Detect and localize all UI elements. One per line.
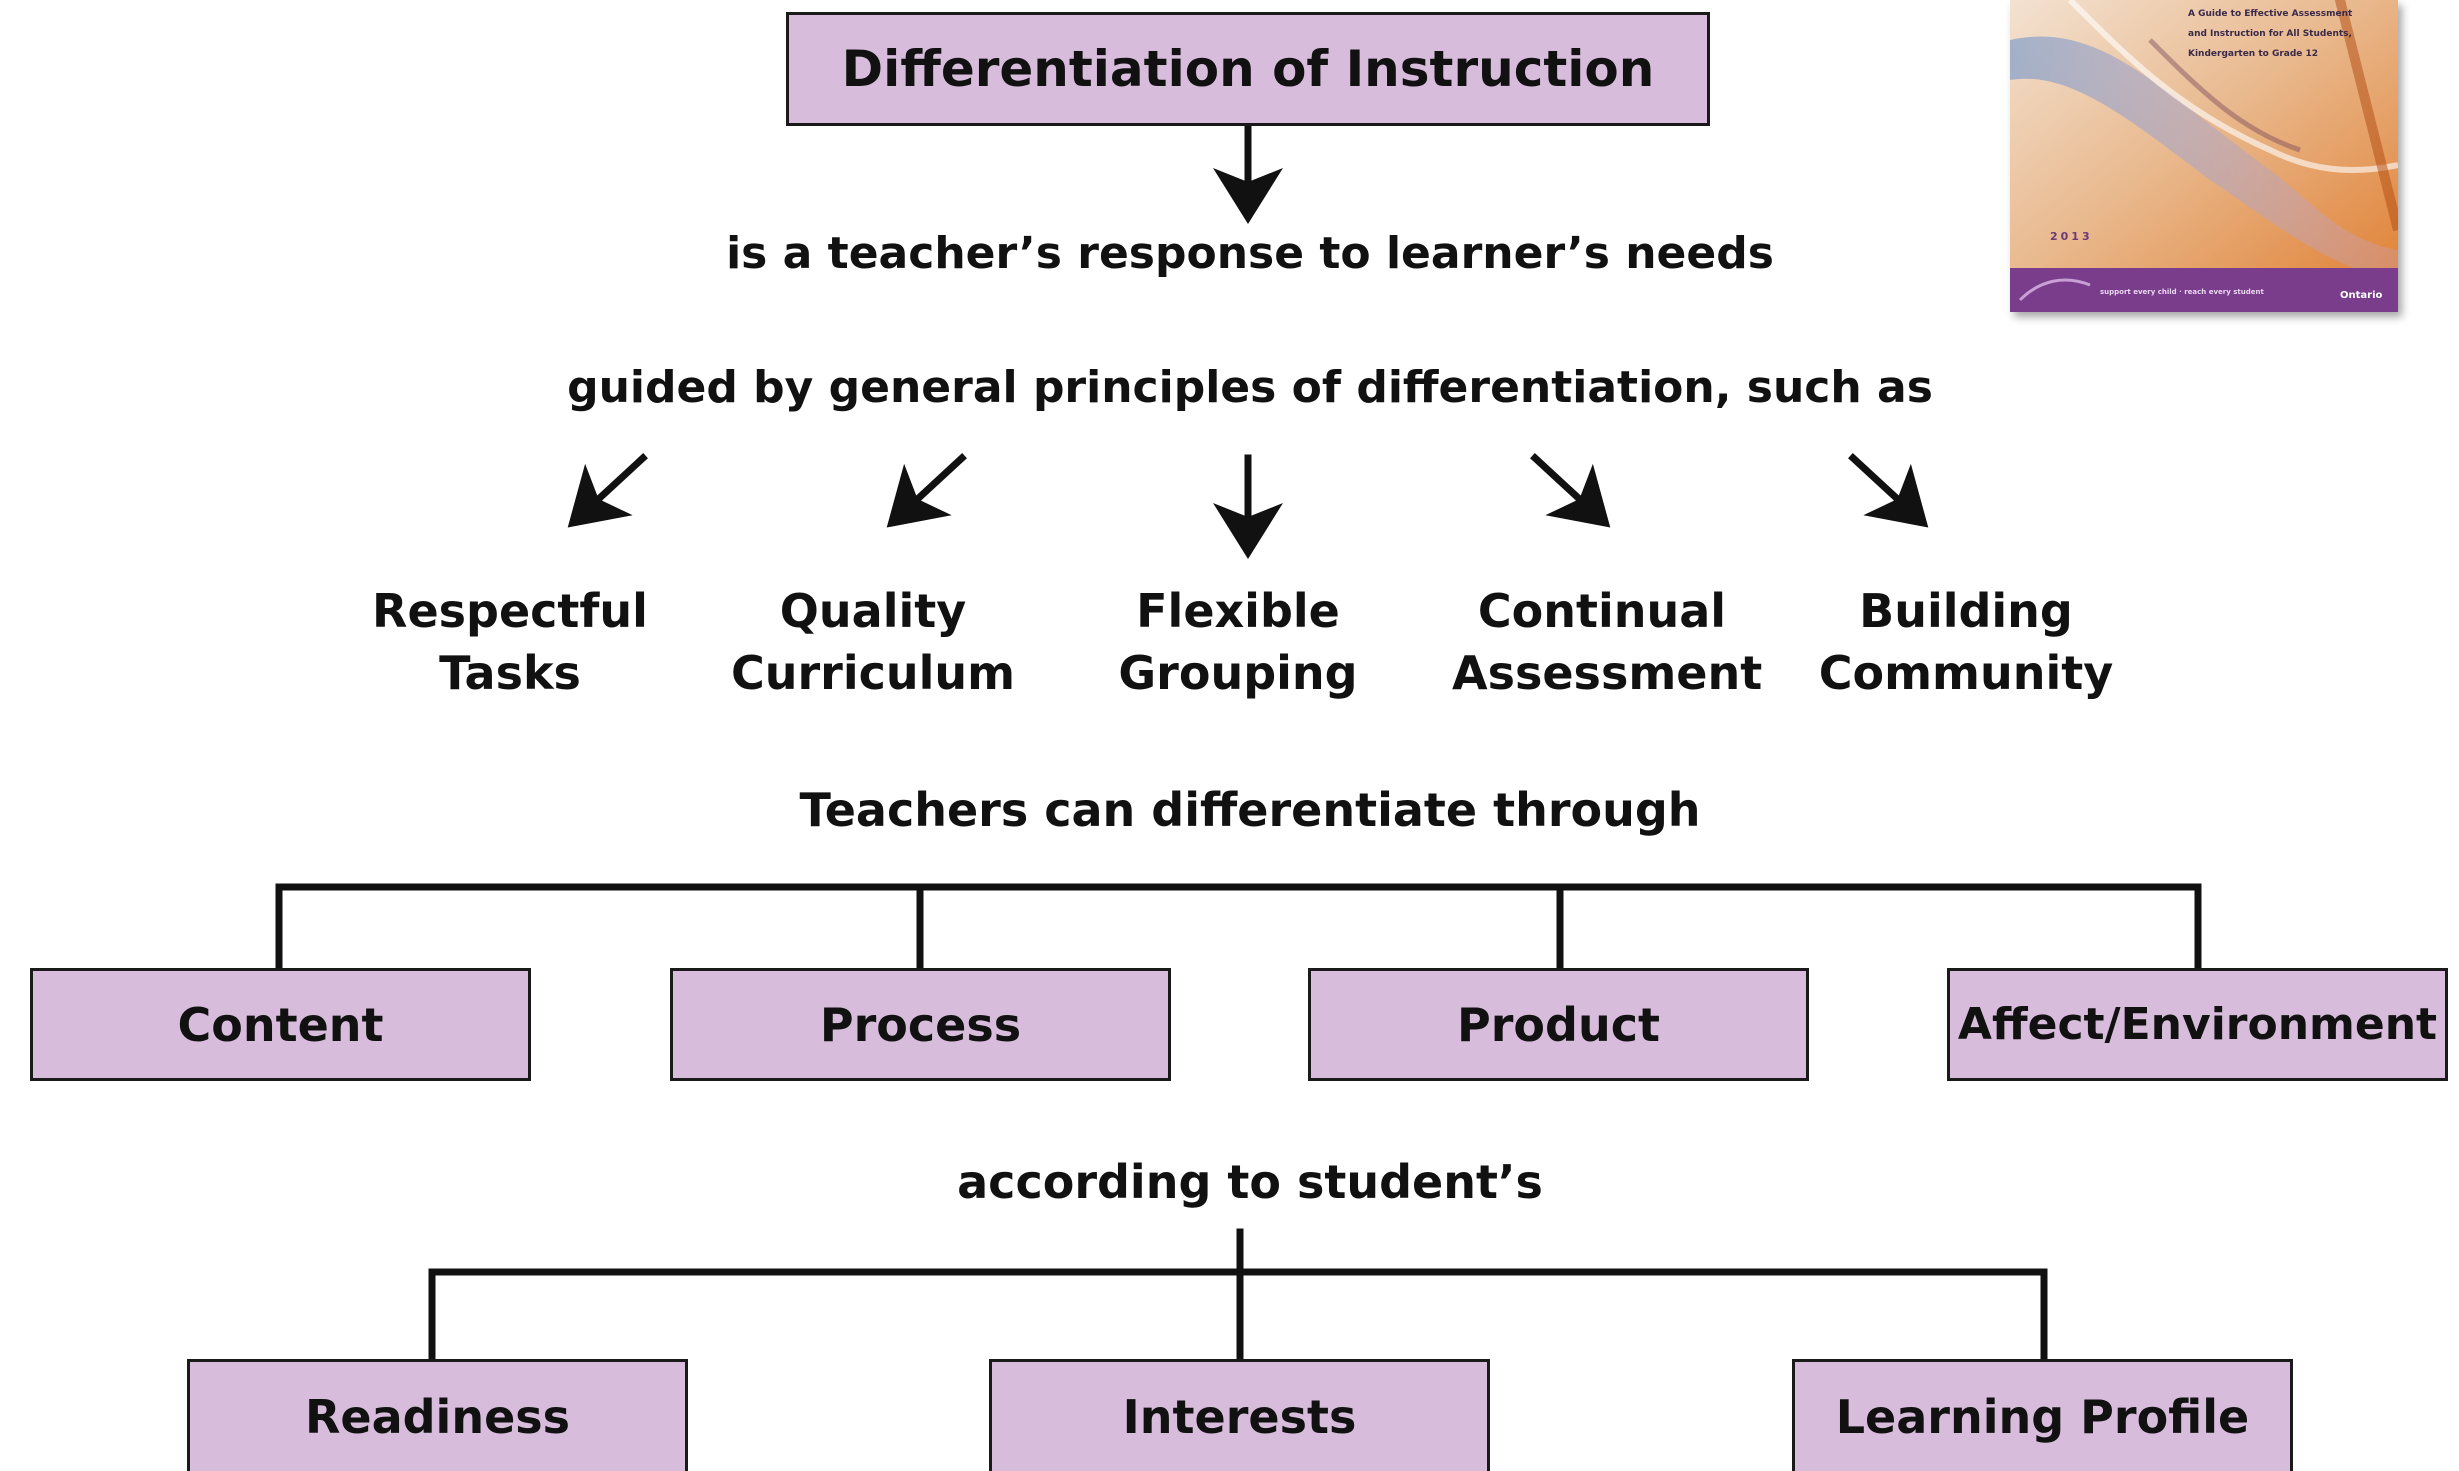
differentiate-through-heading: Teachers can differentiate through: [799, 783, 1701, 837]
cover-text-line-2: and Instruction for All Students,: [2188, 29, 2352, 39]
cover-footer-left: support every child · reach every studen…: [2100, 288, 2264, 296]
dimension-box-product: Product: [1308, 968, 1809, 1081]
principle-building-community: Building Community: [1818, 584, 2114, 700]
diagram-title: Differentiation of Instruction: [841, 40, 1655, 98]
cover-text-line-1: A Guide to Effective Assessment: [2188, 9, 2353, 19]
dimensions-bracket: [275, 883, 2202, 972]
response-statement: is a teacher’s response to learner’s nee…: [726, 228, 1774, 279]
principle-arrow-4: [1530, 453, 1611, 528]
principle-respectful-tasks: Respectful Tasks: [372, 584, 648, 700]
diagram-title-box: Differentiation of Instruction: [786, 12, 1710, 126]
factor-box-interests: Interests: [989, 1359, 1490, 1471]
factor-box-readiness: Readiness: [187, 1359, 688, 1471]
cover-footer-right: Ontario: [2340, 290, 2383, 301]
principle-arrow-5: [1848, 453, 1929, 528]
dimension-box-affect-environment: Affect/Environment: [1947, 968, 2448, 1081]
cover-text-line-3: Kindergarten to Grade 12: [2188, 49, 2318, 59]
book-cover-image: A Guide to Effective Assessment and Inst…: [2010, 0, 2398, 312]
principle-quality-curriculum: Quality Curriculum: [730, 584, 1016, 700]
cover-year: 2013: [2050, 230, 2093, 243]
principle-arrow-1: [567, 453, 648, 528]
principle-continual-assessment: Continual Assessment: [1452, 584, 1763, 700]
principle-flexible-grouping: Flexible Grouping: [1118, 584, 1358, 700]
dimension-box-process: Process: [670, 968, 1171, 1081]
according-to-heading: according to student’s: [957, 1155, 1543, 1209]
dimension-box-content: Content: [30, 968, 531, 1081]
principle-arrow-2: [886, 453, 967, 528]
principles-intro: guided by general principles of differen…: [567, 362, 1933, 413]
factor-box-learning-profile: Learning Profile: [1792, 1359, 2293, 1471]
